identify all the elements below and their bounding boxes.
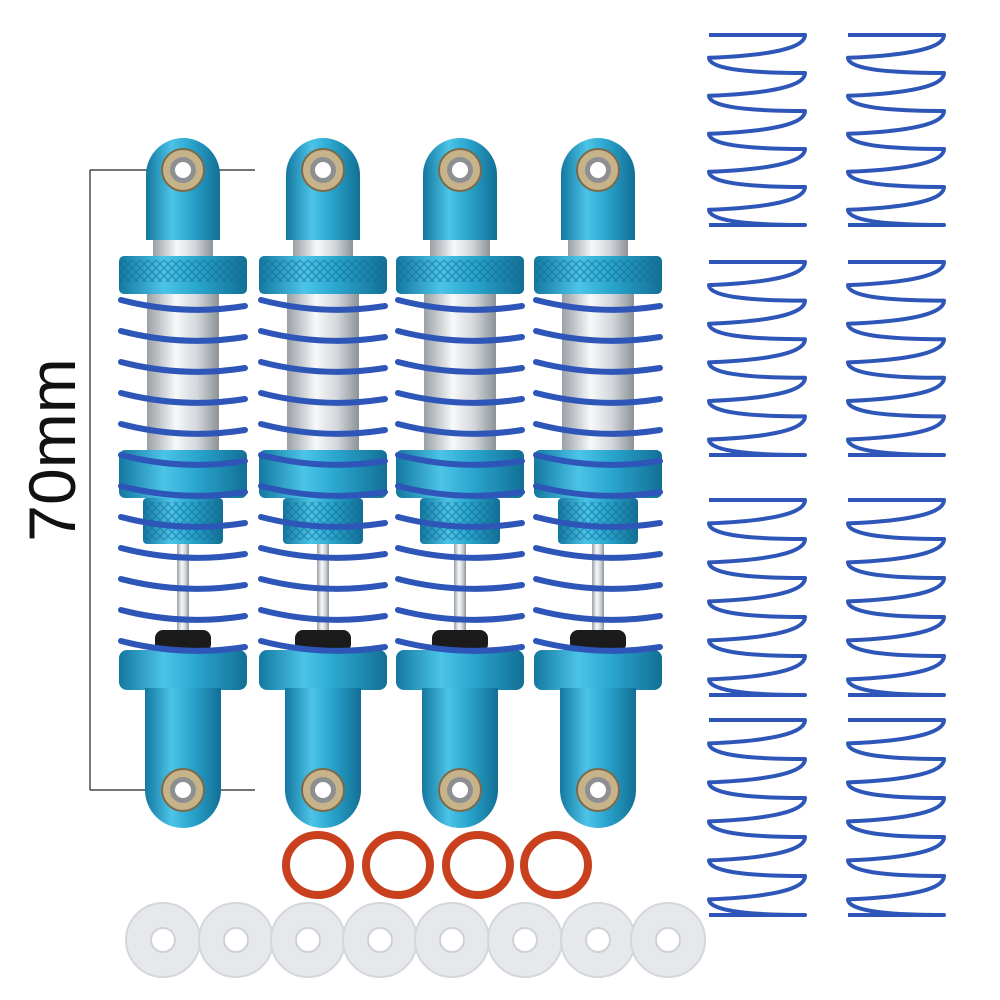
spring-coil [533, 452, 663, 468]
spring-coil [118, 545, 248, 561]
washer-hole [439, 927, 465, 953]
spring-coil [533, 545, 663, 561]
spring-wire [846, 260, 946, 457]
bottom-cup [119, 650, 247, 690]
spring-wire [846, 718, 946, 917]
washer [270, 902, 346, 978]
bottom-cup [534, 650, 662, 690]
spring-coil [118, 297, 248, 313]
spring-coil [118, 483, 248, 499]
spring-coil [258, 607, 388, 623]
shock-absorber [533, 138, 663, 828]
shock-absorber [258, 138, 388, 828]
spring-coil [395, 576, 525, 592]
spring-coil [533, 483, 663, 499]
spring-coil [395, 607, 525, 623]
spring-coil [533, 421, 663, 437]
bottom-cup [259, 650, 387, 690]
spring-coil [533, 607, 663, 623]
loose-spring [846, 260, 946, 457]
spring-coil [118, 359, 248, 375]
spring-coil [395, 297, 525, 313]
loose-spring [846, 33, 946, 227]
spring-coil [533, 328, 663, 344]
spring-coil [395, 638, 525, 654]
o-ring [362, 831, 434, 899]
washer [198, 902, 274, 978]
spring-coil [533, 514, 663, 530]
spring-coil [258, 576, 388, 592]
washer-hole [585, 927, 611, 953]
washer-hole [150, 927, 176, 953]
spring-coil [118, 390, 248, 406]
spring-coil [533, 576, 663, 592]
washer [342, 902, 418, 978]
spring-coil [118, 328, 248, 344]
spring-coil [395, 359, 525, 375]
washer [125, 902, 201, 978]
spring-coil [258, 514, 388, 530]
spring-coil [258, 297, 388, 313]
spring-coil [395, 328, 525, 344]
spring-wire [707, 498, 807, 697]
spring-coil [118, 514, 248, 530]
spring-coil [258, 483, 388, 499]
shock-absorber [395, 138, 525, 828]
spring-coil [533, 359, 663, 375]
loose-spring [846, 718, 946, 917]
washer [414, 902, 490, 978]
bottom-cup [396, 650, 524, 690]
spring-coil [533, 638, 663, 654]
spring-wire [707, 260, 807, 457]
spring-coil [118, 576, 248, 592]
washer-hole [655, 927, 681, 953]
spring-wire [707, 718, 807, 917]
spring-coil [118, 638, 248, 654]
spring-coil [118, 452, 248, 468]
spring-coil [395, 483, 525, 499]
dimension-label: 70mm [15, 358, 89, 542]
loose-spring [707, 260, 807, 457]
washer-hole [295, 927, 321, 953]
spring-coil [395, 452, 525, 468]
spring-coil [258, 390, 388, 406]
spring-coil [395, 390, 525, 406]
washer [560, 902, 636, 978]
spring-coil [395, 421, 525, 437]
washer-hole [367, 927, 393, 953]
loose-spring [707, 498, 807, 697]
loose-spring [707, 33, 807, 227]
washer-hole [223, 927, 249, 953]
spring-coil [258, 452, 388, 468]
spring-coil [533, 297, 663, 313]
spring-wire [846, 33, 946, 227]
spring-coil [533, 390, 663, 406]
loose-spring [846, 498, 946, 697]
spring-coil [118, 421, 248, 437]
washer [630, 902, 706, 978]
spring-coil [258, 421, 388, 437]
o-ring [282, 831, 354, 899]
o-ring [520, 831, 592, 899]
spring-coil [395, 514, 525, 530]
loose-spring [707, 718, 807, 917]
spring-wire [707, 33, 807, 227]
spring-coil [258, 359, 388, 375]
washer [487, 902, 563, 978]
shock-absorber [118, 138, 248, 828]
spring-coil [258, 638, 388, 654]
spring-wire [846, 498, 946, 697]
spring-coil [395, 545, 525, 561]
washer-hole [512, 927, 538, 953]
spring-coil [118, 607, 248, 623]
spring-coil [258, 328, 388, 344]
o-ring [442, 831, 514, 899]
spring-coil [258, 545, 388, 561]
